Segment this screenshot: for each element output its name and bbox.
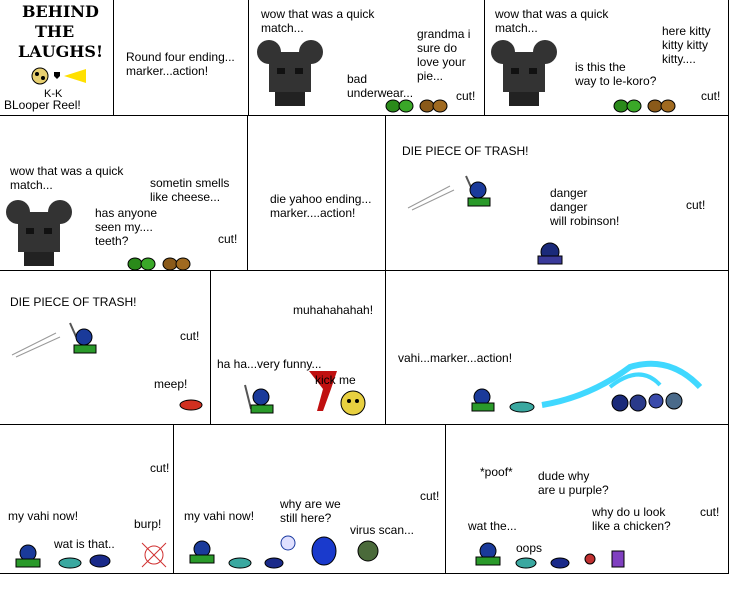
caption: die yahoo ending... marker....action! — [270, 192, 372, 220]
speech-myvahi: my vahi now! — [8, 509, 79, 523]
panel-11: cut! my vahi now! burp! wat is that.. — [0, 425, 174, 574]
panel-5: wow that was a quick match... has anyone… — [0, 116, 248, 271]
panel-9: muhahahahah! ha ha...very funny... kick … — [211, 271, 386, 425]
speech-what: wat is that.. — [54, 537, 115, 551]
panel-10: vahi...marker...action! — [386, 271, 729, 425]
speech-grandma: grandma i sure do love your pie... — [417, 27, 471, 83]
swordsman-sprite-icon — [407, 175, 491, 211]
speech-kitty: here kitty kitty kitty kitty.... — [662, 24, 711, 66]
title-line2: THE — [35, 22, 75, 41]
cut-label: cut! — [180, 329, 200, 343]
bear-sprite-icon — [491, 40, 557, 106]
speech-danger: danger danger will robinson! — [550, 186, 620, 228]
panel-title: BEHIND THE LAUGHS! K-K BLooper Reel! — [0, 0, 114, 116]
cut-label: cut! — [420, 489, 440, 503]
panel-4: wow that was a quick match... is this th… — [485, 0, 729, 116]
panel-12: my vahi now! why are we still here? viru… — [174, 425, 446, 574]
speech-die: DIE PIECE OF TRASH! — [402, 144, 529, 158]
brand-label: K-K — [44, 88, 63, 100]
speech-teeth: has anyone seen my.... teeth? — [95, 206, 158, 248]
subtitle: BLooper Reel! — [4, 98, 81, 112]
panel-13: *poof* dude why are u purple? why do u l… — [446, 425, 729, 574]
battle-scene-icon — [471, 360, 703, 413]
panel-7: DIE PIECE OF TRASH! danger danger will r… — [386, 116, 729, 271]
speech-purple: dude why are u purple? — [538, 469, 609, 497]
cut-label: cut! — [686, 198, 706, 212]
green-critter-icon — [385, 99, 414, 113]
speech-virus: virus scan... — [350, 523, 415, 537]
cut-label: cut! — [701, 89, 721, 103]
speech-wow: wow that was a quick match... — [10, 164, 124, 192]
speech-oops: oops — [516, 541, 543, 555]
title-line1: BEHIND — [22, 2, 99, 21]
speech-cheese: sometin smells like cheese... — [150, 176, 230, 204]
group-sprites-icon — [189, 535, 379, 569]
panel-6: die yahoo ending... marker....action! — [248, 116, 386, 271]
bear-sprite-icon — [6, 200, 72, 266]
green-critter-icon — [613, 99, 642, 113]
cut-label: cut! — [700, 505, 720, 519]
speech-why: why are we still here? — [280, 497, 341, 525]
bear-sprite-icon — [257, 40, 323, 106]
speech-watthe: wat the... — [468, 519, 517, 533]
speech-muha: muhahahahah! — [293, 303, 374, 317]
cut-label: cut! — [218, 232, 238, 246]
speech-chicken: why do u look like a chicken? — [592, 505, 671, 533]
caption: vahi...marker...action! — [398, 351, 513, 365]
speech-meep: meep! — [154, 377, 188, 391]
brown-critter-icon — [162, 257, 191, 270]
speech-haha: ha ha...very funny... — [217, 357, 322, 371]
speech-wow: wow that was a quick match... — [261, 7, 375, 35]
speech-underwear: bad underwear... — [347, 72, 414, 100]
speech-lekoro: is this the way to le-koro? — [575, 60, 657, 88]
group-sprites-icon — [15, 542, 167, 569]
panel-3: wow that was a quick match... bad underw… — [249, 0, 485, 116]
speech-die: DIE PIECE OF TRASH! — [10, 295, 137, 309]
brown-critter-icon — [647, 99, 676, 113]
group-sprites-icon — [475, 542, 625, 569]
robot-sprite-icon — [537, 242, 563, 265]
swordsman-sprite-icon — [244, 384, 274, 414]
cut-label: cut! — [150, 461, 170, 475]
speech-wow: wow that was a quick match... — [495, 7, 609, 35]
speech-myvahi: my vahi now! — [184, 509, 255, 523]
speech-poof: *poof* — [480, 465, 513, 479]
caption: Round four ending... marker...action! — [126, 50, 235, 78]
brand-logo-icon — [31, 67, 86, 85]
brown-critter-icon — [419, 99, 448, 113]
yahoo-sprite-icon — [309, 371, 366, 416]
red-critter-icon — [179, 399, 203, 411]
cut-label: cut! — [456, 89, 476, 103]
panel-2: Round four ending... marker...action! — [114, 0, 249, 116]
panel-8: DIE PIECE OF TRASH! cut! meep! — [0, 271, 211, 425]
swordsman-sprite-icon — [11, 322, 97, 358]
sign-kick: kick me — [315, 373, 356, 387]
speech-burp: burp! — [134, 517, 162, 531]
green-critter-icon — [127, 257, 156, 270]
title-line3: LAUGHS! — [18, 42, 103, 61]
